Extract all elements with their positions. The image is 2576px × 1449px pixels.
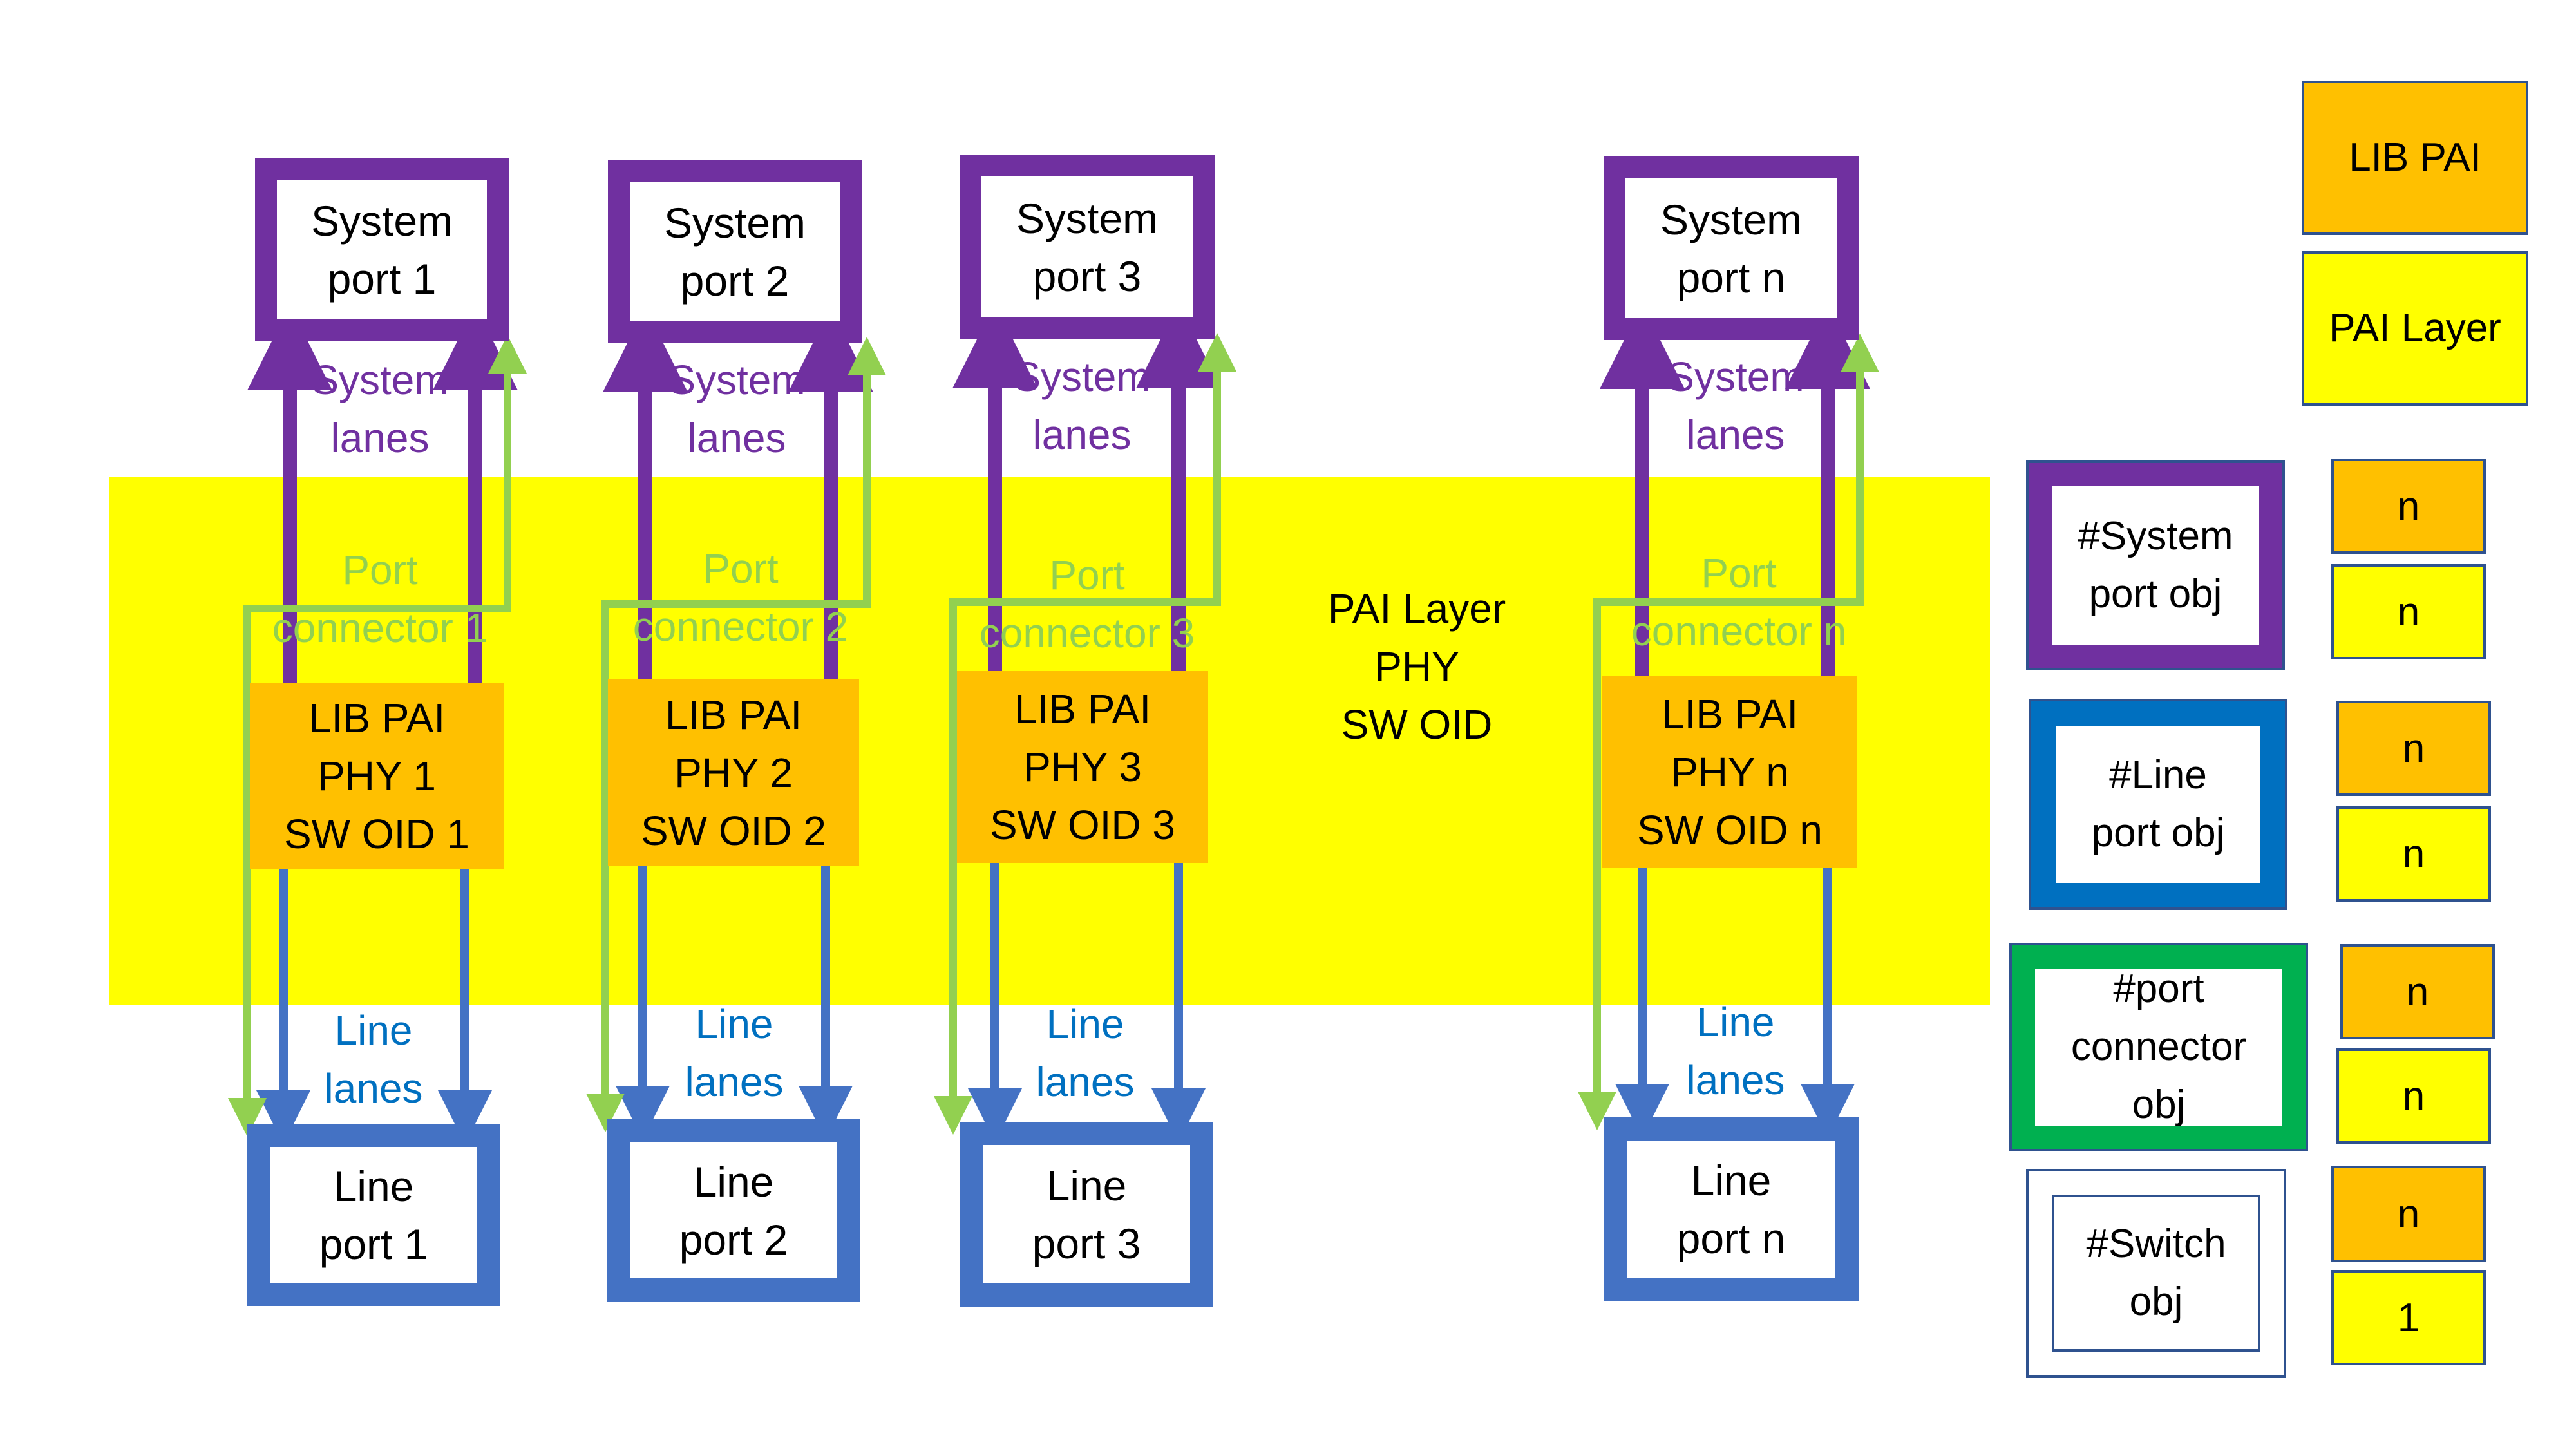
system-lanes-label-3: System lanes: [1013, 354, 1151, 458]
legend-line-lib-count: n: [2336, 701, 2491, 796]
port-connector-label-n: Port connector n: [1631, 550, 1847, 654]
legend-switch-pai-count: 1: [2331, 1270, 2486, 1365]
system-lanes-label-2: System lanes: [668, 357, 806, 461]
port-connector-label-1: Port connector 1: [272, 547, 488, 651]
lib-pai-phy-2: LIB PAI PHY 2 SW OID 2: [608, 679, 859, 866]
port-connector-down-arrow: [1578, 598, 1860, 1130]
system-port-label: System port 2: [630, 182, 840, 321]
legend-switch-obj: #Switch obj: [2026, 1169, 2286, 1378]
system-port-label: System port n: [1625, 178, 1837, 318]
legend-label: #port connector obj: [2035, 967, 2282, 1127]
legend-switch-lib-count: n: [2331, 1166, 2486, 1262]
line-lanes-label-1: Line lanes: [324, 1007, 423, 1112]
system-port-1: System port 1: [255, 158, 509, 341]
system-lanes-label-1: System lanes: [311, 357, 449, 461]
legend-port-connector-obj: #port connector obj: [2009, 943, 2308, 1151]
lib-pai-phy-3: LIB PAI PHY 3 SW OID 3: [957, 671, 1208, 863]
line-port-2: Line port 2: [607, 1119, 860, 1302]
line-lanes-label-n: Line lanes: [1686, 999, 1785, 1103]
legend-system-lib-count: n: [2331, 459, 2486, 554]
port-connector-down-arrow: [228, 605, 507, 1137]
lib-pai-phy-n: LIB PAI PHY n SW OID n: [1602, 676, 1857, 868]
system-port-label: System port 3: [981, 176, 1193, 317]
legend-pai-layer: PAI Layer: [2302, 251, 2528, 406]
legend-label: #System port obj: [2052, 486, 2259, 645]
line-port-label: Line port 3: [983, 1145, 1190, 1283]
legend-system-pai-count: n: [2331, 564, 2486, 659]
line-port-n: Line port n: [1604, 1117, 1859, 1301]
line-port-label: Line port 2: [630, 1142, 837, 1278]
legend-label: #Switch obj: [2052, 1195, 2260, 1352]
lib-pai-phy-1: LIB PAI PHY 1 SW OID 1: [250, 683, 504, 869]
legend-lib-pai: LIB PAI: [2302, 80, 2528, 235]
system-port-3: System port 3: [960, 155, 1215, 339]
legend-label: #Line port obj: [2056, 726, 2260, 883]
line-port-label: Line port n: [1627, 1141, 1835, 1278]
port-connector-label-3: Port connector 3: [979, 552, 1195, 656]
legend-system-port-obj: #System port obj: [2026, 460, 2285, 670]
port-connector-down-arrow: [586, 600, 867, 1132]
legend-line-pai-count: n: [2336, 806, 2491, 902]
line-lanes-label-2: Line lanes: [685, 1001, 784, 1105]
system-port-label: System port 1: [277, 180, 487, 319]
legend-line-port-obj: #Line port obj: [2029, 699, 2287, 910]
line-port-label: Line port 1: [270, 1147, 477, 1283]
line-port-1: Line port 1: [247, 1124, 500, 1306]
port-connector-label-2: Port connector 2: [632, 545, 849, 650]
system-port-n: System port n: [1604, 156, 1859, 340]
line-port-3: Line port 3: [960, 1122, 1213, 1307]
legend-connector-lib-count: n: [2340, 944, 2495, 1039]
system-port-2: System port 2: [608, 160, 862, 343]
line-lanes-label-3: Line lanes: [1036, 1001, 1135, 1105]
system-lanes-label-n: System lanes: [1667, 354, 1804, 458]
legend-connector-pai-count: n: [2336, 1048, 2491, 1144]
port-connector-down-arrow: [934, 598, 1217, 1135]
pai-layer-center-label: PAI Layer PHY SW OID: [1327, 585, 1506, 748]
